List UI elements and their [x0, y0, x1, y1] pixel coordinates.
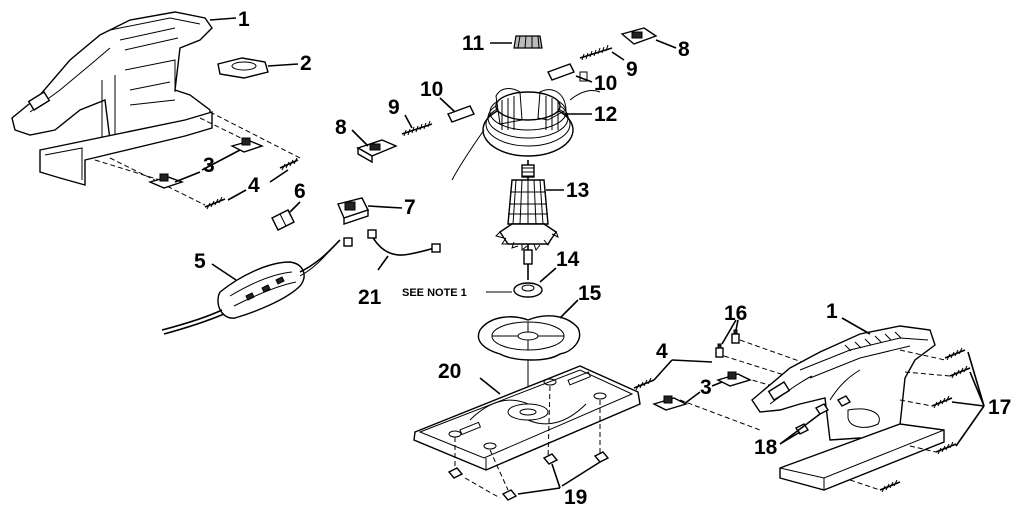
- part-8-brush-holder-left: [356, 139, 398, 164]
- part-label-4: 4: [248, 174, 260, 197]
- part-15-counterweight-plate: [477, 315, 581, 361]
- part-label-9-left: 9: [388, 96, 400, 119]
- part-label-6: 6: [294, 180, 306, 203]
- part-label-1-right: 1: [826, 300, 838, 323]
- part-8-brush-holder-right: [620, 27, 658, 45]
- part-label-15: 15: [578, 282, 602, 305]
- part-21-lead-wire: [343, 229, 441, 256]
- part-label-8-left: 8: [335, 116, 347, 139]
- part-12-field: [451, 88, 601, 181]
- part-label-3-right: 3: [700, 376, 712, 399]
- part-9-spring-left: [401, 120, 433, 137]
- see-note-label: SEE NOTE 1: [402, 287, 467, 299]
- leader-1a: [209, 17, 237, 21]
- part-2-pad: [217, 57, 269, 79]
- part-16-screws: [715, 329, 740, 358]
- part-3-mount-left-a: [230, 137, 264, 153]
- part-label-8-right: 8: [678, 38, 690, 61]
- part-19-screws: [447, 451, 610, 501]
- part-3-mount-left-b: [147, 173, 185, 189]
- part-4-screws-right: [633, 377, 655, 391]
- part-label-10-left: 10: [420, 78, 443, 101]
- part-label-11: 11: [462, 32, 485, 55]
- part-label-19: 19: [564, 486, 587, 509]
- part-label-21: 21: [358, 286, 382, 309]
- part-9-spring-right: [579, 44, 613, 61]
- part-10-brush-left: [447, 105, 475, 123]
- part-label-17: 17: [988, 396, 1011, 419]
- part-6-cord-protector: [271, 209, 295, 231]
- part-label-5: 5: [194, 250, 206, 273]
- part-label-10-right: 10: [594, 72, 617, 95]
- part-10-brush-right: [547, 63, 588, 82]
- part-17-screws: [879, 347, 971, 493]
- part-label-4-right: 4: [656, 340, 668, 363]
- housing-top-left: [11, 11, 213, 186]
- part-label-2: 2: [300, 52, 312, 75]
- housing-right: [751, 325, 945, 491]
- part-label-3: 3: [203, 154, 215, 177]
- part-label-7: 7: [404, 196, 416, 219]
- part-13-armature: [495, 160, 559, 280]
- part-18-screws: [794, 395, 852, 435]
- part-label-14: 14: [556, 248, 580, 271]
- part-label-1: 1: [238, 8, 250, 31]
- part-label-9-right: 9: [626, 58, 638, 81]
- part-label-12: 12: [594, 103, 617, 126]
- part-5-power-cord: [161, 239, 341, 335]
- part-label-20: 20: [438, 360, 461, 383]
- part-label-13: 13: [566, 179, 589, 202]
- part-label-16: 16: [724, 302, 747, 325]
- part-7-switch: [337, 197, 369, 225]
- part-label-18: 18: [754, 436, 778, 459]
- part-14-bearing: [513, 282, 543, 298]
- part-4-screws-left: [204, 157, 299, 210]
- part-3-mount-right: [652, 371, 752, 411]
- part-11-bearing: [513, 35, 543, 49]
